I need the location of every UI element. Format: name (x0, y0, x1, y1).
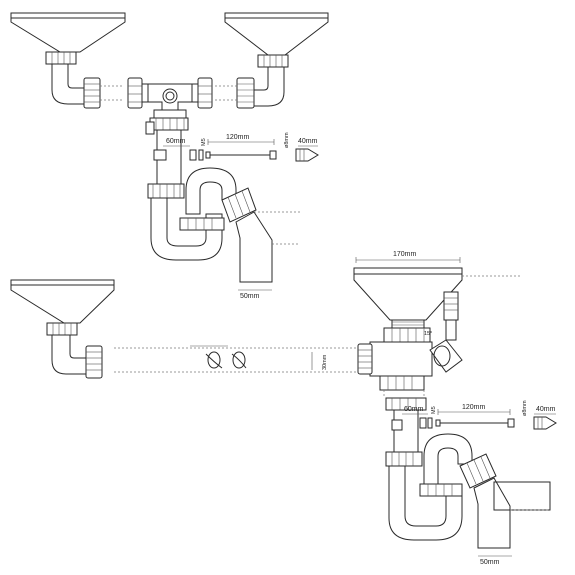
trap-outlet-pipe (235, 211, 273, 283)
trap-mid-nut (419, 483, 463, 497)
elbow-nut (83, 77, 101, 109)
basin-nut (257, 54, 289, 68)
basin-nut (45, 51, 77, 65)
trap-bowl (150, 197, 223, 261)
basin-nut (46, 322, 78, 336)
label-top-60mm: 60mm (166, 138, 186, 145)
elbow-pipe (253, 66, 285, 107)
trap-bottom-nut (385, 451, 423, 467)
trap-mid-nut (179, 217, 225, 231)
top-tee-connector (127, 77, 213, 119)
label-bottom-60mm: 60mm (404, 406, 424, 413)
basin-funnel (10, 279, 115, 324)
overflow-spigot (443, 291, 459, 321)
basin-funnel (10, 12, 126, 53)
top-left-basin-assembly (10, 12, 126, 109)
basin-thread (391, 319, 425, 329)
basin-funnel (353, 267, 463, 321)
label-bottom-120mm: 120mm (462, 404, 486, 411)
basin-funnel (224, 12, 329, 56)
overflow-tube (445, 319, 457, 341)
tee-left-nut (127, 77, 143, 109)
body-bottom-collar (379, 375, 425, 391)
label-bottom-8mm: ø8mm (522, 400, 528, 416)
label-top-8mm: ø8mm (284, 132, 290, 148)
elbow-pipe (51, 334, 87, 375)
trap-inlet-pipe (393, 409, 419, 453)
tee-lower-collar (153, 109, 187, 119)
label-bottom-angle: 15° (424, 331, 432, 337)
label-bottom-50mm: 50mm (480, 559, 500, 566)
label-top-120mm: 120mm (226, 134, 250, 141)
dimension-labels: 60mm 120mm 40mm M5 ø8mm 50mm 170mm 15° 3… (166, 132, 556, 566)
elbow-pipe (51, 63, 85, 105)
tee-outlet-ring (162, 88, 178, 104)
bottom-trap-assembly (385, 397, 557, 557)
trap-connector-block (153, 149, 167, 161)
body-angle-nut (429, 339, 463, 373)
label-top-40mm: 40mm (298, 138, 318, 145)
trap-bottom-nut (147, 183, 185, 199)
trap-upper-loop (423, 433, 473, 495)
screw-washer-2 (198, 149, 204, 161)
trap-outlet-pipe (473, 477, 511, 549)
label-bottom-hose: 30mm (322, 354, 328, 370)
top-trap-assembly (145, 117, 319, 291)
elbow-nut (85, 345, 103, 379)
elbow-nut (236, 77, 255, 109)
wall-plug (533, 416, 557, 430)
label-bottom-40mm: 40mm (536, 406, 556, 413)
bottom-left-basin-assembly (10, 279, 115, 379)
label-top-50mm: 50mm (240, 293, 260, 300)
bottom-right-basin-assembly (353, 257, 520, 398)
screw-washer (189, 149, 197, 161)
wall-plug (295, 148, 319, 162)
label-bottom-m5: M5 (431, 406, 437, 414)
trap-connector-block (391, 419, 403, 431)
body-tee (369, 341, 433, 377)
body-side-nut (357, 343, 373, 375)
trap-clip (145, 121, 155, 135)
top-right-basin-assembly (215, 12, 329, 109)
label-top-m5: M5 (201, 138, 207, 146)
trap-angle-nut (459, 453, 497, 489)
tee-right-nut (197, 77, 213, 109)
label-bottom-170mm: 170mm (393, 251, 417, 258)
connecting-hose (114, 345, 356, 373)
